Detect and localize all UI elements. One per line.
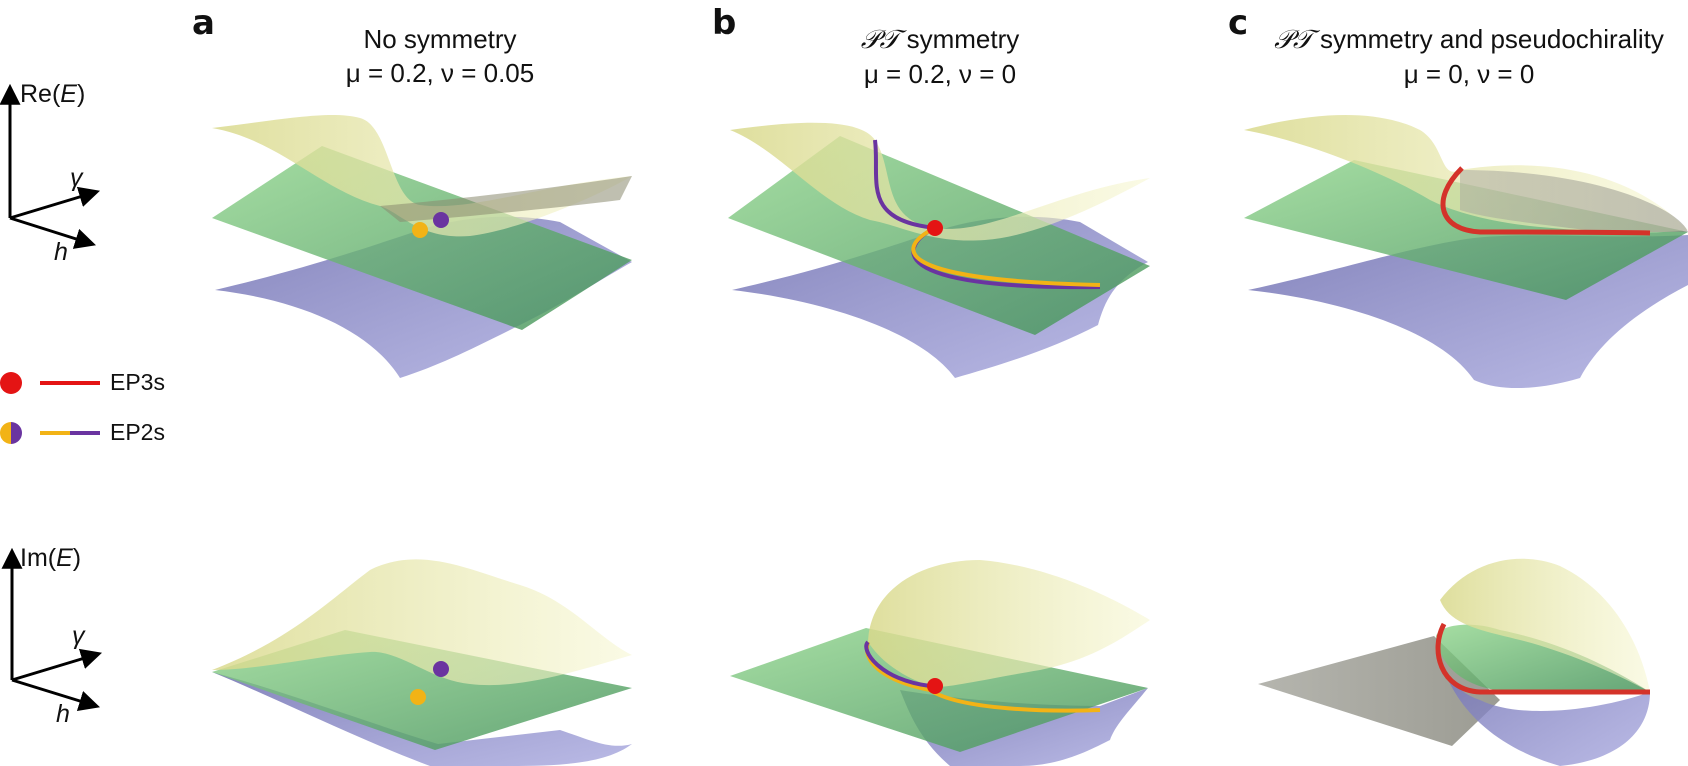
legend [0,372,100,444]
ep2-line-purple [864,640,931,688]
ep3-line [1435,622,1650,695]
legend-ep2-label: EP2s [110,419,165,445]
ep3-point [927,220,943,236]
axis-gamma-arrow-bottom [11,648,103,682]
legend-ep2-dot-orange [0,422,11,444]
panel-c-re-surfaces [1244,115,1688,389]
panel-c-title: 𝒫𝒯 symmetry and pseudochirality μ = 0, ν… [1252,22,1686,91]
pt-symbol: 𝒫𝒯 [860,25,900,55]
panel-c-im-surfaces [1258,558,1650,766]
panel-letter-c: c [1228,3,1249,43]
panel-letter-b: b [712,3,737,43]
panel-b-title: 𝒫𝒯 symmetry μ = 0.2, ν = 0 [820,22,1060,91]
surface-grey-fold [1460,170,1688,232]
axis-re-e-label: Re(E) [20,80,86,108]
ep2-point-orange [412,222,428,238]
panel-a-title-line2: μ = 0.2, ν = 0.05 [345,58,535,88]
surface-yellow [868,560,1150,687]
panel-a-im-surfaces [212,559,632,766]
axes-top [0,83,101,249]
axis-h-arrow-top [9,216,97,249]
surface-green [212,630,632,750]
panel-a-title: No symmetry μ = 0.2, ν = 0.05 [310,22,570,90]
ep3-point [927,678,943,694]
panel-a-title-line1: No symmetry [363,24,517,54]
panel-a-re-surfaces [212,115,632,378]
panel-b-re-surfaces [728,122,1150,378]
legend-ep3-label: EP3s [110,369,165,395]
ep2-point-purple [433,661,449,677]
pt-symbol: 𝒫𝒯 [1274,25,1313,55]
ep2-line-orange [864,641,1101,713]
axis-gamma-label-bottom: γ [72,622,85,650]
ep2-line-orange [911,226,1101,287]
panel-b-title-line2: μ = 0.2, ν = 0 [863,59,1017,89]
surface-yellow [212,559,632,686]
ep3-line [1440,166,1651,236]
axes-bottom [1,547,103,712]
surface-grey-fold [380,176,632,222]
axis-gamma-arrow-top [9,186,101,220]
axis-h-label-top: h [54,238,68,266]
surface-yellow [1440,558,1650,692]
surface-green [1436,624,1650,692]
surface-yellow [730,122,1150,241]
panel-c-title-line2: μ = 0, ν = 0 [1403,59,1535,89]
axis-h-arrow-bottom [11,678,101,712]
panel-letter-a: a [192,3,215,43]
axis-h-label-bottom: h [56,700,70,728]
panel-b-im-surfaces [730,560,1150,766]
surface-blue [1436,636,1650,766]
panel-b-title-line1: symmetry [899,24,1020,54]
ep2-point-purple [433,212,449,228]
legend-ep3-dot [0,372,22,394]
surface-green [212,146,632,330]
axis-im-e-label: Im(E) [20,544,82,572]
legend-ep2-dot-purple [11,422,22,444]
axis-gamma-label-top: γ [70,164,83,192]
panel-c-title-line1: symmetry and pseudochirality [1312,24,1664,54]
surface-blue [212,672,632,766]
ep2-point-orange [410,689,426,705]
